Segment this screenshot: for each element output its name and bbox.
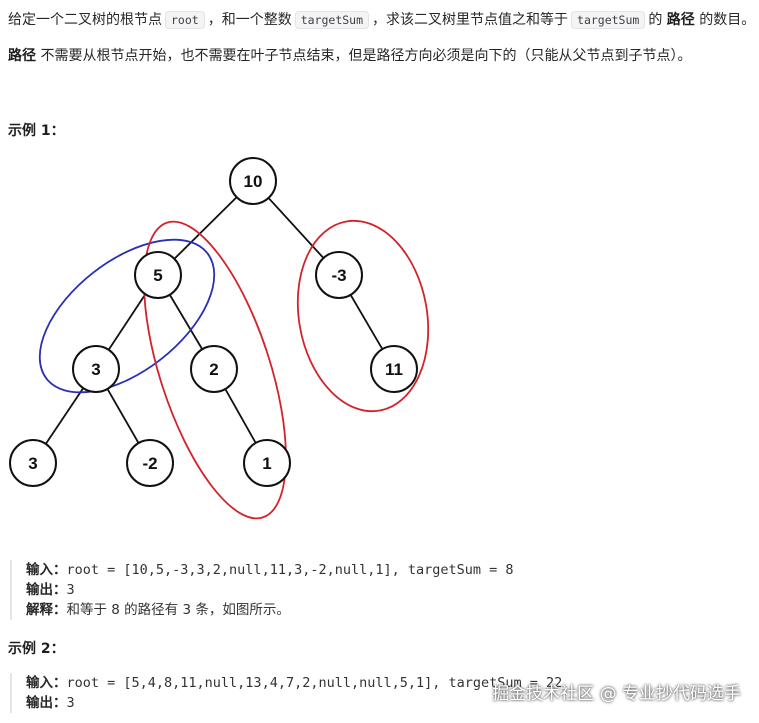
node-label: 3 [91, 360, 100, 379]
code-targetsum: targetSum [294, 11, 370, 29]
node-label: 10 [244, 172, 263, 191]
tree-node-3-leaf: 3 [9, 439, 57, 487]
example-1-title: 示例 1： [8, 123, 65, 139]
tree-node-2: 2 [190, 345, 238, 393]
path-ellipse-blue [38, 238, 216, 394]
binary-tree-diagram: 10 5 -3 3 2 11 3 -2 1 [9, 157, 430, 520]
path-ellipse-red-right [296, 219, 430, 413]
code-root: root [165, 11, 205, 29]
node-label: 3 [28, 454, 37, 473]
node-label: 11 [385, 360, 403, 379]
example-2-output: 3 [66, 695, 75, 711]
node-label: -3 [331, 266, 346, 285]
tree-node-10: 10 [229, 157, 277, 205]
example-2-title: 示例 2： [8, 641, 65, 657]
example-2-block: 输入：root = [5,4,8,11,null,13,4,7,2,null,n… [10, 673, 562, 713]
tree-node-11: 11 [370, 345, 418, 393]
tree-node-1: 1 [243, 439, 291, 487]
example-1-input: root = [10,5,-3,3,2,null,11,3,-2,null,1]… [66, 562, 514, 578]
path-ellipse-red-long [143, 220, 287, 520]
path-definition: 路径 不需要从根节点开始，也不需要在叶子节点结束，但是路径方向必须是向下的（只能… [8, 48, 692, 64]
node-label: -2 [142, 454, 157, 473]
watermark: 掘金技术社区 @ 专业抄代码选手 [492, 684, 741, 704]
example-1-output: 3 [66, 582, 75, 598]
tree-node-neg2: -2 [126, 439, 174, 487]
node-label: 1 [262, 454, 271, 473]
example-1-block: 输入：root = [10,5,-3,3,2,null,11,3,-2,null… [10, 560, 514, 620]
tree-node-neg3: -3 [315, 251, 363, 299]
node-label: 5 [153, 266, 162, 285]
code-targetsum-2: targetSum [571, 11, 646, 29]
node-label: 2 [209, 360, 218, 379]
tree-node-3: 3 [72, 345, 120, 393]
tree-node-5: 5 [134, 251, 182, 299]
example-1-explanation: 和等于 8 的路径有 3 条，如图所示。 [66, 602, 290, 618]
example-2-input: root = [5,4,8,11,null,13,4,7,2,null,null… [66, 675, 563, 691]
